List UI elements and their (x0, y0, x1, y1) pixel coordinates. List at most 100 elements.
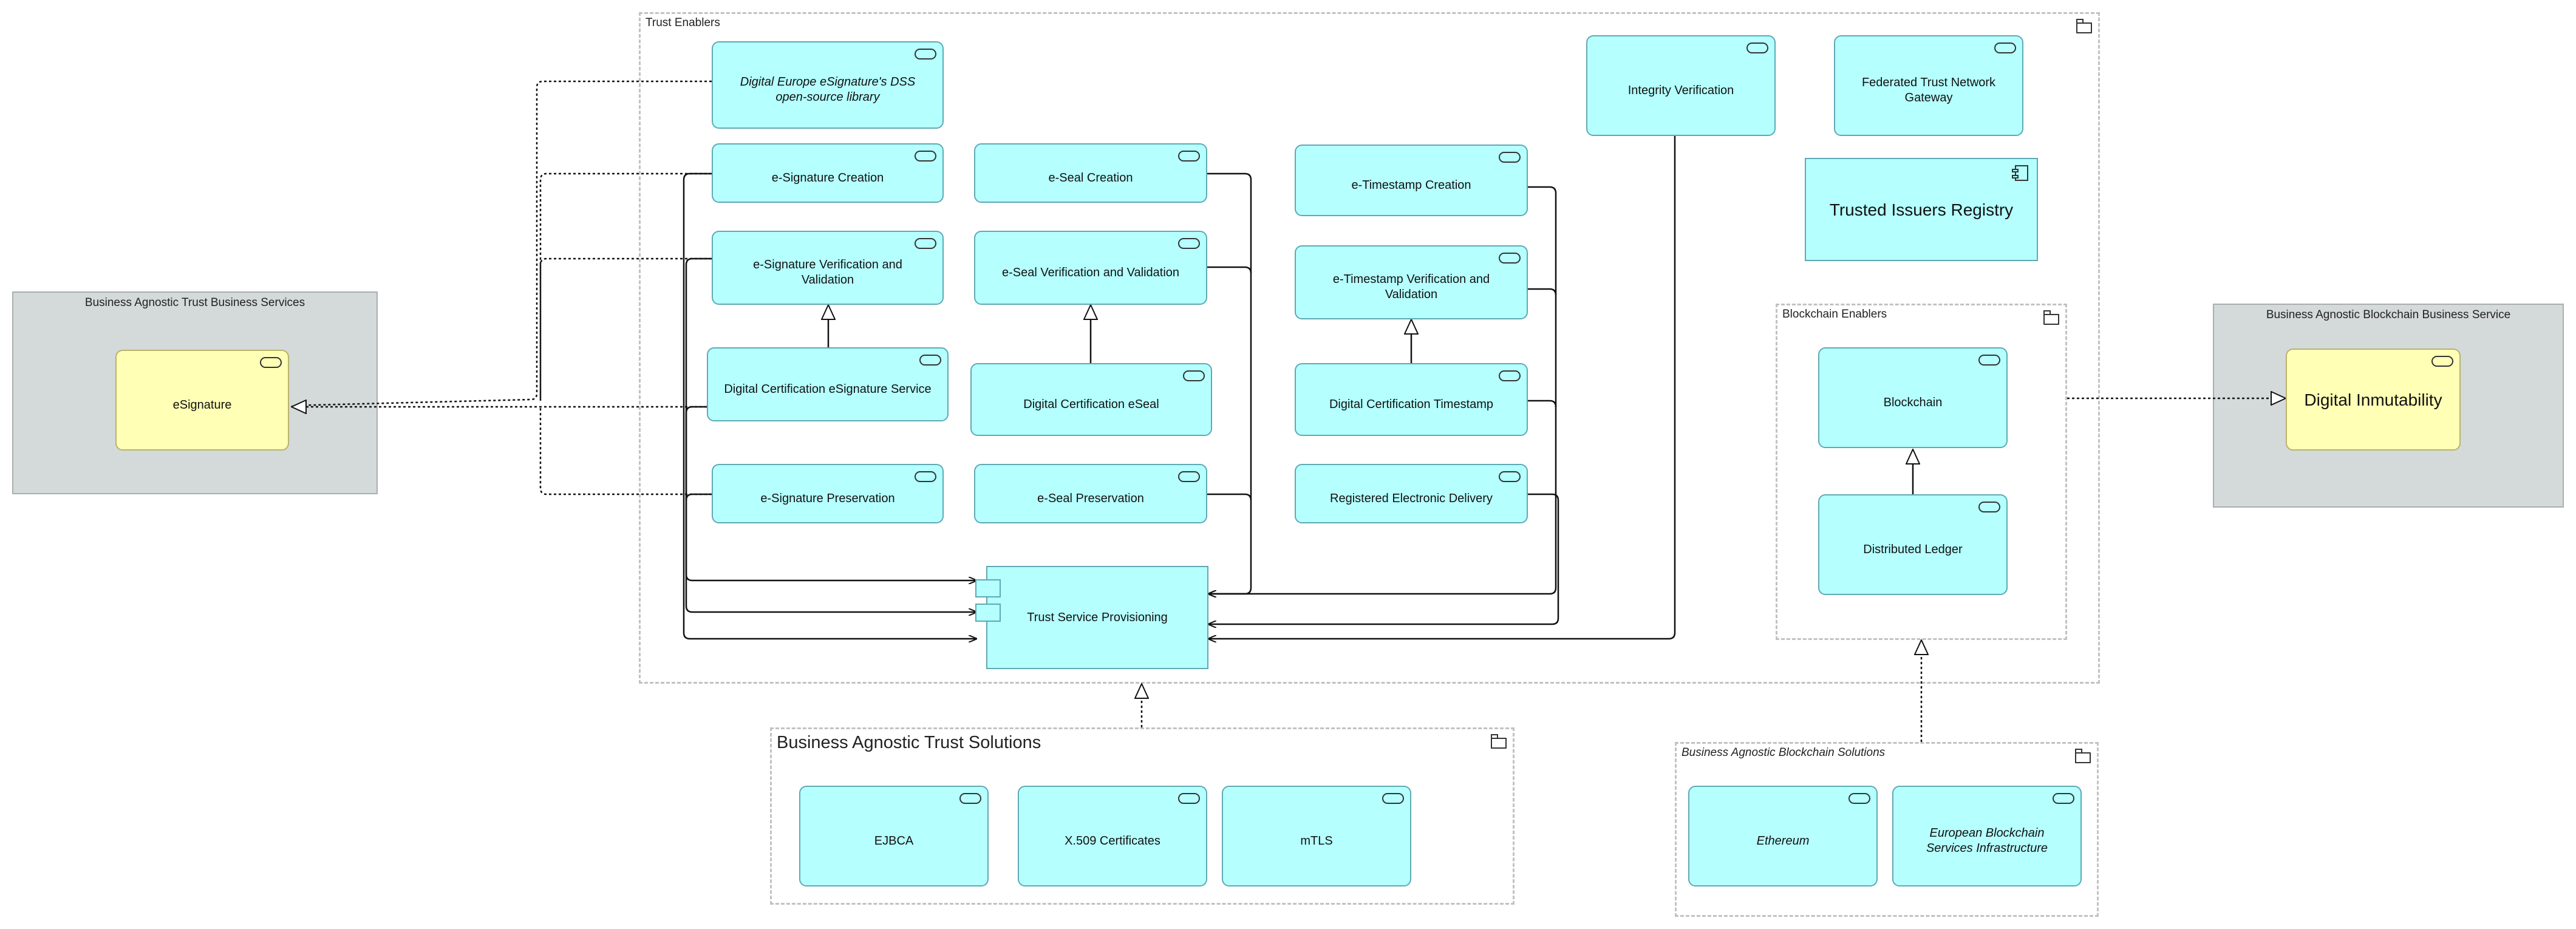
eseal-preservation-service[interactable]: e-Seal Preservation (974, 464, 1207, 523)
cert-eseal-service[interactable]: Digital Certification eSeal (970, 363, 1212, 436)
blockchain-business-service-label: Business Agnostic Blockchain Business Se… (2266, 308, 2511, 321)
etimestamp-creation-label: e-Timestamp Creation (1351, 178, 1471, 192)
service-icon (1178, 151, 1200, 162)
cert-eseal-label: Digital Certification eSeal (1023, 397, 1159, 411)
service-icon (1499, 370, 1521, 381)
dss-library-label: Digital Europe eSignature's DSS open-sou… (740, 75, 916, 104)
cert-esig-service[interactable]: Digital Certification eSignature Service (707, 347, 949, 421)
service-icon (915, 471, 936, 482)
service-icon (1746, 43, 1768, 53)
etimestamp-creation-service[interactable]: e-Timestamp Creation (1295, 145, 1528, 216)
service-icon (1849, 793, 1870, 804)
blockchain-enablers-group: Blockchain Enablers (1776, 304, 2067, 640)
service-icon (1382, 793, 1404, 804)
etimestamp-verification-service[interactable]: e-Timestamp Verification and Validation (1295, 245, 1528, 319)
eseal-preservation-label: e-Seal Preservation (1037, 491, 1144, 505)
integrity-verification-service[interactable]: Integrity Verification (1586, 35, 1776, 136)
mtls-label: mTLS (1300, 834, 1333, 848)
blockchain-solutions-group: Business Agnostic Blockchain Solutions (1675, 742, 2099, 917)
blockchain-solutions-label: Business Agnostic Blockchain Solutions (1682, 746, 1886, 759)
ejbca-service[interactable]: EJBCA (799, 786, 989, 886)
digital-inmutability-service[interactable]: Digital Inmutability (2286, 349, 2461, 451)
cert-timestamp-label: Digital Certification Timestamp (1329, 397, 1494, 411)
business-service-icon (2431, 356, 2453, 367)
trust-solutions-group: Business Agnostic Trust Solutions (770, 727, 1515, 905)
ejbca-label: EJBCA (874, 834, 914, 848)
esig-verification-label: e-Signature Verification and Validation (753, 258, 902, 287)
business-service-icon (260, 357, 282, 368)
service-icon (1499, 152, 1521, 163)
service-icon (1994, 43, 2016, 53)
ebsi-service[interactable]: European Blockchain Services Infrastruct… (1892, 786, 2082, 886)
eseal-verification-label: e-Seal Verification and Validation (1001, 265, 1180, 279)
service-icon (1978, 355, 2000, 366)
registered-delivery-label: Registered Electronic Delivery (1330, 491, 1493, 505)
service-icon (1978, 502, 2000, 512)
blockchain-enablers-label: Blockchain Enablers (1782, 308, 1887, 321)
service-icon (915, 151, 936, 162)
folder-icon (2043, 310, 2059, 325)
cert-timestamp-service[interactable]: Digital Certification Timestamp (1295, 363, 1528, 436)
eseal-creation-service[interactable]: e-Seal Creation (974, 143, 1207, 203)
esig-creation-label: e-Signature Creation (771, 171, 884, 185)
x509-service[interactable]: X.509 Certificates (1018, 786, 1207, 886)
digital-inmutability-label: Digital Inmutability (2304, 390, 2442, 409)
eseal-creation-label: e-Seal Creation (1048, 171, 1133, 185)
ethereum-service[interactable]: Ethereum (1688, 786, 1878, 886)
blockchain-service[interactable]: Blockchain (1818, 347, 2008, 448)
federated-gateway-label: Federated Trust Network Gateway (1861, 76, 1996, 104)
service-icon (1499, 471, 1521, 482)
eseal-verification-service[interactable]: e-Seal Verification and Validation (974, 231, 1207, 305)
trust-solutions-label: Business Agnostic Trust Solutions (777, 733, 1041, 752)
service-icon (2053, 793, 2074, 804)
serving-integrity-verification (1208, 136, 1676, 639)
cert-esig-service-label: Digital Certification eSignature Service (724, 382, 932, 396)
etimestamp-verification-label: e-Timestamp Verification and Validation (1332, 273, 1490, 301)
service-icon (915, 238, 936, 249)
trust-enablers-label: Trust Enablers (646, 16, 720, 29)
folder-icon (2076, 19, 2092, 33)
service-icon (919, 355, 941, 366)
trust-provisioning-label: Trust Service Provisioning (1027, 610, 1168, 624)
serving-esig-left-bus (683, 172, 976, 639)
trusted-issuers-component[interactable]: Trusted Issuers Registry (1805, 158, 2038, 261)
service-icon (1499, 253, 1521, 264)
blockchain-label: Blockchain (1883, 395, 1943, 409)
component-port-icon (975, 579, 1001, 597)
distributed-ledger-service[interactable]: Distributed Ledger (1818, 494, 2008, 595)
serving-timestamp-bus (1208, 186, 1557, 594)
folder-icon (2075, 749, 2091, 763)
ebsi-label: European Blockchain Services Infrastruct… (1926, 826, 2048, 855)
component-port-icon (975, 604, 1001, 622)
component-icon (2012, 165, 2028, 181)
trust-provisioning-component[interactable]: Trust Service Provisioning (986, 566, 1208, 669)
esig-preservation-service[interactable]: e-Signature Preservation (712, 464, 944, 523)
esignature-label: eSignature (172, 398, 232, 412)
esig-preservation-label: e-Signature Preservation (760, 491, 895, 505)
service-icon (1178, 238, 1200, 249)
realization-preservation-esignature (539, 408, 712, 495)
trusted-issuers-label: Trusted Issuers Registry (1829, 200, 2014, 219)
serving-eseal-bus (1207, 172, 1252, 594)
registered-delivery-service[interactable]: Registered Electronic Delivery (1295, 464, 1528, 523)
service-icon (915, 49, 936, 60)
trust-business-services-label: Business Agnostic Trust Business Service… (84, 296, 305, 309)
distributed-ledger-label: Distributed Ledger (1863, 542, 1963, 556)
esig-creation-service[interactable]: e-Signature Creation (712, 143, 944, 203)
realization-creation-esignature (539, 172, 712, 401)
serving-registered-delivery (1208, 493, 1559, 624)
esig-verification-service[interactable]: e-Signature Verification and Validation (712, 231, 944, 305)
mtls-service[interactable]: mTLS (1222, 786, 1411, 886)
federated-gateway-service[interactable]: Federated Trust Network Gateway (1834, 35, 2023, 136)
service-icon (959, 793, 981, 804)
realization-dss-esignature (291, 80, 712, 407)
ethereum-label: Ethereum (1756, 834, 1810, 848)
dss-library-service[interactable]: Digital Europe eSignature's DSS open-sou… (712, 41, 944, 129)
service-icon (1178, 471, 1200, 482)
folder-icon (1491, 734, 1507, 749)
x509-label: X.509 Certificates (1065, 834, 1160, 848)
service-icon (1178, 793, 1200, 804)
service-icon (1183, 370, 1205, 381)
esignature-service[interactable]: eSignature (115, 350, 289, 451)
